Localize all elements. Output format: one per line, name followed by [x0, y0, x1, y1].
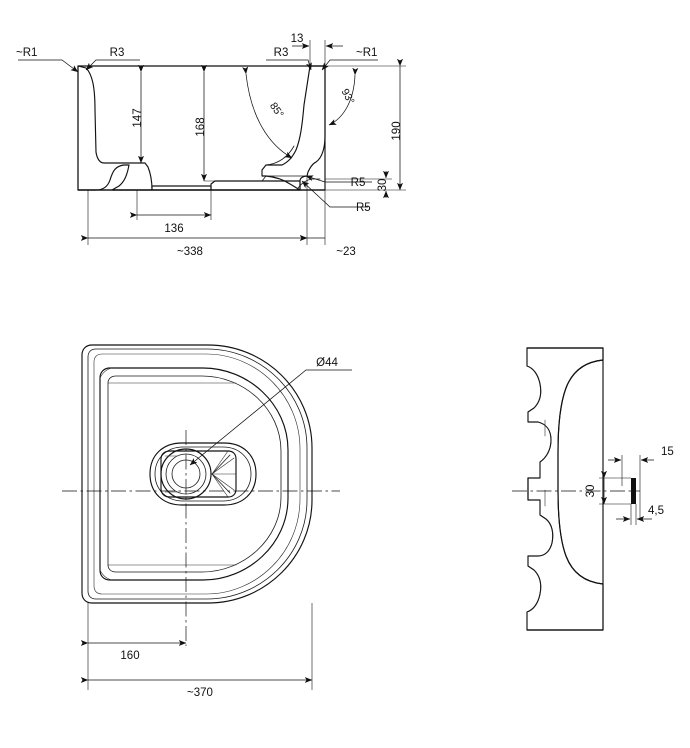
dim-label-dia44: Ø44: [316, 357, 338, 369]
dim-label-147: 147: [132, 108, 144, 127]
left-underside-fillet: [109, 164, 125, 181]
dim-label-30-section: 30: [377, 179, 389, 192]
inner-right-fillet: [265, 145, 295, 166]
leader-dia44: Ø44: [189, 357, 352, 466]
dim-label-136: 136: [164, 223, 183, 235]
dim-label-r3-left: R3: [110, 47, 125, 59]
plan-basin-contour-2: [107, 375, 282, 573]
leader-r5-lower: R5: [301, 180, 371, 214]
leader-r1-left: ~R1: [16, 47, 79, 73]
dim-370: ~370: [80, 603, 313, 699]
side-view: 15 30 4,5: [512, 347, 674, 631]
dim-label-160: 160: [120, 650, 139, 662]
plan-corner-tl: [99, 367, 113, 379]
dim-45: 4,5: [616, 504, 664, 525]
dim-label-370: ~370: [187, 687, 213, 699]
dim-136: 136: [129, 190, 212, 235]
dim-label-85: 85°: [267, 100, 286, 120]
dim-23: ~23: [299, 190, 356, 258]
side-rib-2: [527, 421, 552, 479]
section-material-right: [261, 65, 326, 191]
dim-label-r3-right: R3: [274, 47, 289, 59]
dim-label-r1-right: ~R1: [356, 47, 377, 59]
drain-spoke-5: [211, 473, 229, 498]
drain-inner-rect: [160, 450, 237, 498]
drain-spoke-1: [211, 457, 235, 475]
drain-spoke-4: [211, 450, 229, 475]
dim-168: 168: [195, 64, 262, 182]
plan-outer-contour: [81, 344, 313, 604]
side-slot-block: [631, 478, 636, 504]
dim-label-45: 4,5: [648, 505, 664, 517]
center-foot-gap: [151, 185, 212, 191]
dim-label-30-side: 30: [585, 485, 597, 498]
side-rib-3: [527, 499, 554, 557]
plan-outer-contour-2: [87, 348, 308, 600]
dim-label-r5-upper: R5: [351, 177, 366, 189]
dim-147: 147: [132, 64, 144, 164]
side-rib-1: [526, 365, 542, 413]
leader-r5-upper: R5: [305, 175, 372, 189]
dim-label-13: 13: [291, 33, 304, 45]
plan-corner-bl: [99, 569, 113, 581]
dim-label-15: 15: [661, 446, 674, 458]
side-inner-bowl-contour: [557, 359, 604, 585]
dim-angle-85: 85°: [242, 66, 293, 159]
inner-left-fillet: [95, 151, 146, 164]
dim-338: ~338: [80, 176, 308, 258]
center-floor-step: [214, 175, 311, 182]
drain-outer-oval-2: [154, 446, 252, 502]
dim-label-r1-left: ~R1: [16, 47, 37, 59]
section-view: 13 ~R1 R3 R3 ~R1 147: [16, 33, 406, 258]
dim-13: 13: [291, 33, 343, 66]
dim-label-r5-lower: R5: [356, 202, 371, 214]
drain-assembly: [149, 442, 257, 506]
side-rib-4: [526, 565, 542, 613]
plan-rim-inner-edge: [93, 353, 301, 595]
dim-160: 160: [80, 603, 187, 690]
section-material-center: [151, 175, 311, 191]
dim-15: 15: [608, 446, 674, 520]
plan-basin-contour: [99, 367, 289, 581]
leader-r3-right: R3: [266, 47, 312, 71]
leader-r1-right: ~R1: [321, 47, 378, 71]
dim-30-section: 30: [325, 170, 392, 199]
dim-30-side: 30: [585, 470, 631, 505]
dim-label-93: 93°: [339, 87, 357, 107]
plan-view: Ø44 160 ~370: [62, 344, 352, 699]
drain-outer-oval: [149, 442, 257, 506]
dim-label-190: 190: [391, 121, 403, 140]
leader-r3-left: R3: [85, 47, 140, 71]
right-wall-section: [261, 65, 326, 191]
dim-190: 190: [325, 58, 406, 191]
drain-spoke-3: [211, 473, 235, 491]
dim-label-338: ~338: [177, 246, 203, 258]
dim-label-168: 168: [195, 117, 207, 136]
dim-angle-93: 93°: [328, 67, 359, 126]
dim-label-23: ~23: [336, 246, 356, 258]
